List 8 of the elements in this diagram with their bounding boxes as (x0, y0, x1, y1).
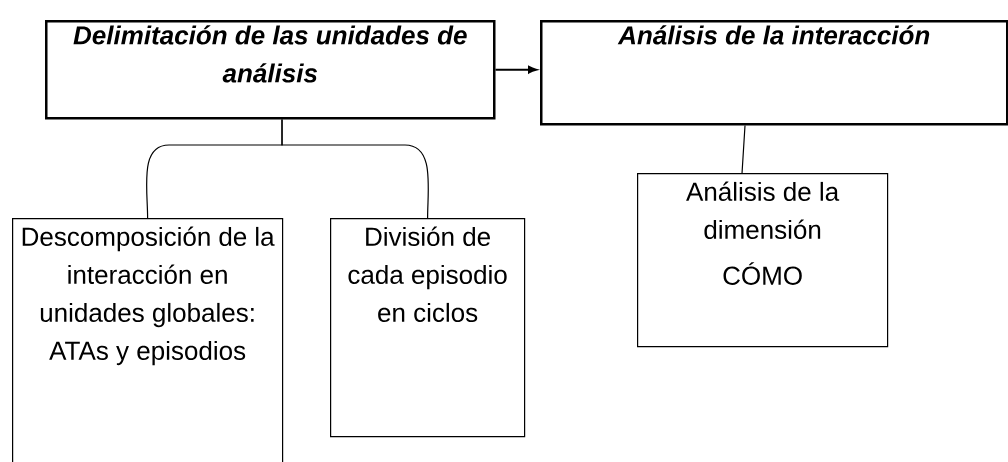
process-box: Análisis de la dimensión CÓMO (637, 173, 889, 348)
arrow (494, 66, 537, 74)
process-box: División de cada episodio en ciclos (330, 218, 526, 438)
heading-box: Análisis de la interacción (540, 20, 1008, 126)
process-box: Descomposición de la interacción en unidades globales: ATAs y episodios (12, 218, 284, 462)
bracket-connector (281, 118, 429, 219)
heading-box: Delimitación de las unidades de análisis (45, 20, 496, 120)
connector-line (741, 124, 746, 174)
